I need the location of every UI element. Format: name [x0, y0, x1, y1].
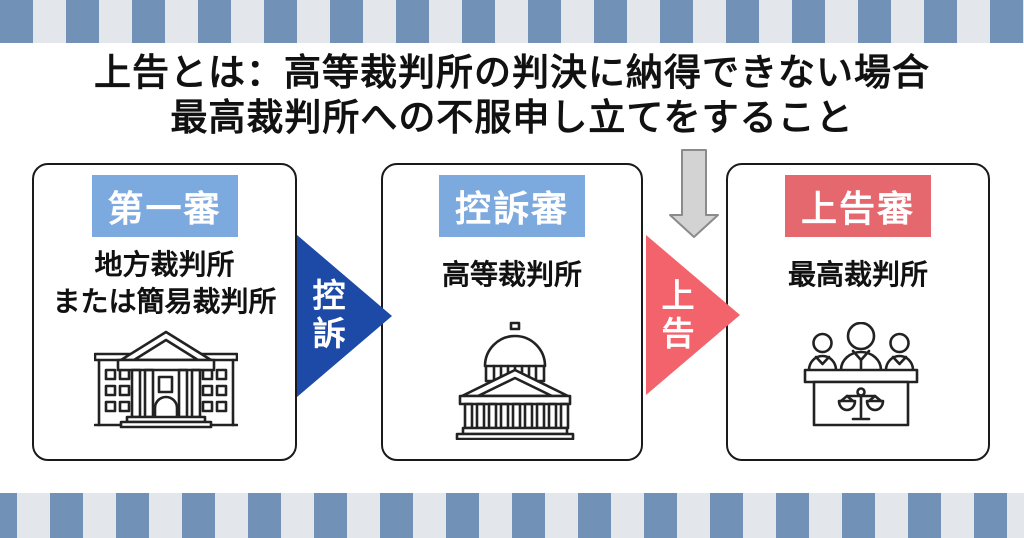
high-court-dome-icon: [455, 321, 575, 440]
stage-box-final-appeal-court: 上告審 最高裁判所: [726, 163, 990, 461]
down-arrow-icon: [669, 149, 719, 238]
court-line: または簡易裁判所: [52, 285, 277, 317]
court-line: 最高裁判所: [787, 259, 928, 290]
stage-badge-first-instance: 第一審: [91, 175, 238, 237]
title-line-2: 最高裁判所への不服申し立てをすること: [170, 97, 854, 139]
stage-court-name: 地方裁判所 または簡易裁判所: [34, 247, 295, 321]
stage-badge-appeal-court: 控訴審: [439, 175, 585, 237]
district-courthouse-icon: [94, 330, 238, 429]
koso-arrow-icon: [297, 235, 392, 397]
supreme-court-judges-icon: [803, 322, 919, 427]
striped-border-bottom: [0, 493, 1024, 538]
jokoku-arrow-label: 上告: [657, 278, 694, 354]
striped-border-top: [0, 0, 1024, 43]
court-line: 高等裁判所: [441, 259, 582, 290]
stage-court-name: 高等裁判所: [383, 257, 641, 294]
koso-arrow-label: 控訴: [308, 278, 345, 354]
stage-badge-final-appeal-court: 上告審: [785, 175, 931, 237]
page-title: 上告とは：高等裁判所の判決に納得できない場合 最高裁判所への不服申し立てをするこ…: [0, 50, 1024, 140]
stage-box-appeal-court: 控訴審 高等裁判所: [381, 163, 643, 461]
title-line-1: 上告とは：高等裁判所の判決に納得できない場合: [94, 52, 930, 93]
jokoku-arrow-icon: [646, 235, 740, 395]
stage-box-first-instance: 第一審 地方裁判所 または簡易裁判所: [32, 163, 297, 461]
stage-court-name: 最高裁判所: [728, 257, 988, 294]
court-line: 地方裁判所: [94, 249, 235, 280]
